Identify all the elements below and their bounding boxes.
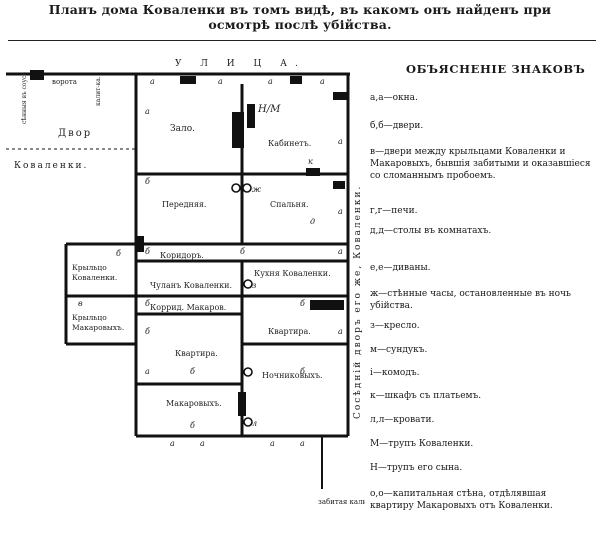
- cabinet-block: [232, 112, 244, 148]
- svg-text:б: б: [145, 177, 150, 186]
- legend-item: д,д—столы въ комнатахъ.: [370, 226, 492, 236]
- table-block: [247, 104, 255, 128]
- room-chulan: Чуланъ Коваленки.: [150, 281, 232, 290]
- svg-text:ж: ж: [252, 185, 261, 194]
- svg-text:а: а: [268, 77, 273, 86]
- small-gate-label: забитая калитка.: [318, 498, 365, 506]
- room-kryltso-kov: Крыльцо: [72, 263, 107, 272]
- svg-text:а: а: [320, 77, 325, 86]
- legend-item: м—сундукъ.: [370, 345, 428, 355]
- room-perednyaya: Передняя.: [162, 200, 206, 209]
- stove-block: [306, 168, 320, 176]
- gate-label: ворота: [52, 78, 77, 86]
- legend-item: і—комодъ.: [370, 368, 420, 378]
- room-kryltso-mak: Крыльцо: [72, 313, 107, 322]
- svg-text:з: з: [252, 281, 256, 290]
- svg-text:б: б: [145, 299, 150, 308]
- gate-post: [30, 70, 44, 80]
- svg-text:а: а: [270, 439, 275, 448]
- svg-text:а: а: [218, 77, 223, 86]
- svg-text:б: б: [145, 247, 150, 256]
- svg-text:к: к: [308, 157, 313, 166]
- room-kvartira2: Квартира.: [268, 327, 311, 336]
- furniture: [30, 70, 347, 416]
- svg-text:а: а: [150, 77, 155, 86]
- room-kabinet: Кабинетъ.: [268, 139, 311, 148]
- svg-text:а: а: [145, 107, 150, 116]
- stove-block: [333, 92, 347, 100]
- svg-text:б: б: [300, 367, 305, 376]
- legend-item: е,е—диваны.: [370, 263, 431, 273]
- svg-text:а: а: [170, 439, 175, 448]
- stove-block: [180, 76, 196, 84]
- svg-text:б: б: [145, 327, 150, 336]
- svg-text:а: а: [338, 247, 343, 256]
- svg-text:д: д: [310, 217, 315, 226]
- bed-block: [238, 392, 246, 416]
- wall-markers: [231, 183, 253, 427]
- yard-label-2: Коваленки.: [14, 161, 88, 171]
- room-makarovykh: Макаровыхъ.: [166, 399, 222, 408]
- hut-label: калит-ка.: [95, 76, 102, 106]
- room-zalo: Зало.: [170, 124, 195, 134]
- room-nochnikovykh: Ночниковыхъ.: [262, 371, 323, 380]
- street-label: У Л И Ц А.: [175, 59, 306, 69]
- svg-text:а: а: [200, 439, 205, 448]
- svg-text:а: а: [300, 439, 305, 448]
- svg-text:л: л: [252, 419, 257, 428]
- neighbor-yard-label: Сосѣдній дворъ его же, Коваленки.: [353, 185, 363, 419]
- room-spalnya: Спальня.: [270, 200, 309, 209]
- page-title: Планъ дома Коваленки въ томъ видѣ, въ ка…: [48, 2, 552, 32]
- legend-item: г,г—печи.: [370, 206, 418, 216]
- stove-block: [333, 181, 345, 189]
- svg-text:а: а: [338, 327, 343, 336]
- room-korid-mak: Коррид. Макаров.: [150, 303, 226, 312]
- svg-text:б: б: [116, 249, 121, 258]
- svg-text:б: б: [240, 247, 245, 256]
- svg-text:б: б: [300, 299, 305, 308]
- legend-item: М—трупъ Коваленки.: [370, 439, 474, 449]
- room-kryltso-mak-2: Макаровыхъ.: [72, 323, 124, 332]
- svg-text:а: а: [338, 207, 343, 216]
- stove-block: [290, 76, 302, 84]
- bed-block: [310, 300, 344, 310]
- mark-M: Н/М: [257, 104, 281, 115]
- room-kvartira: Квартира.: [175, 349, 218, 358]
- stove-block: [136, 236, 144, 252]
- legend-item: в—двери между крыльцами Коваленки и Мака…: [370, 147, 591, 181]
- legend-item: л,л—кровати.: [370, 415, 435, 425]
- legend-item: к—шкафъ съ платьемъ.: [370, 391, 482, 401]
- legend-item: б,б—двери.: [370, 121, 424, 131]
- legend-item: з—кресло.: [370, 321, 420, 331]
- legend-title: ОБЪЯСНЕНІЕ ЗНАКОВЪ: [406, 62, 586, 76]
- room-koridor: Коридоръ.: [160, 251, 204, 260]
- svg-text:б: б: [190, 421, 195, 430]
- legend-item: ж—стѣнные часы, остановленные въ ночь уб…: [370, 289, 571, 311]
- svg-text:в: в: [78, 299, 83, 308]
- sheds-label: сѣнныя въ соусѣ: [21, 72, 28, 124]
- yard-label: Двор: [58, 128, 92, 139]
- legend-item: Н—трупъ его сына.: [370, 463, 463, 473]
- title-rule: [8, 40, 596, 41]
- room-kryltso-kov-2: Коваленки.: [72, 273, 117, 282]
- legend-item: а,а—окна.: [370, 93, 418, 103]
- svg-text:б: б: [190, 367, 195, 376]
- plan-marks: а а а а а а б а б б а б в б б б а б а б …: [78, 77, 343, 448]
- legend-item: о,о—капитальная стѣна, отдѣлявшая кварти…: [370, 489, 553, 511]
- svg-text:а: а: [338, 137, 343, 146]
- svg-text:а: а: [145, 367, 150, 376]
- room-kukhnya: Кухня Коваленки.: [254, 269, 331, 278]
- floor-plan: У Л И Ц А. ворота сѣнныя въ соусѣ калит-…: [6, 59, 365, 506]
